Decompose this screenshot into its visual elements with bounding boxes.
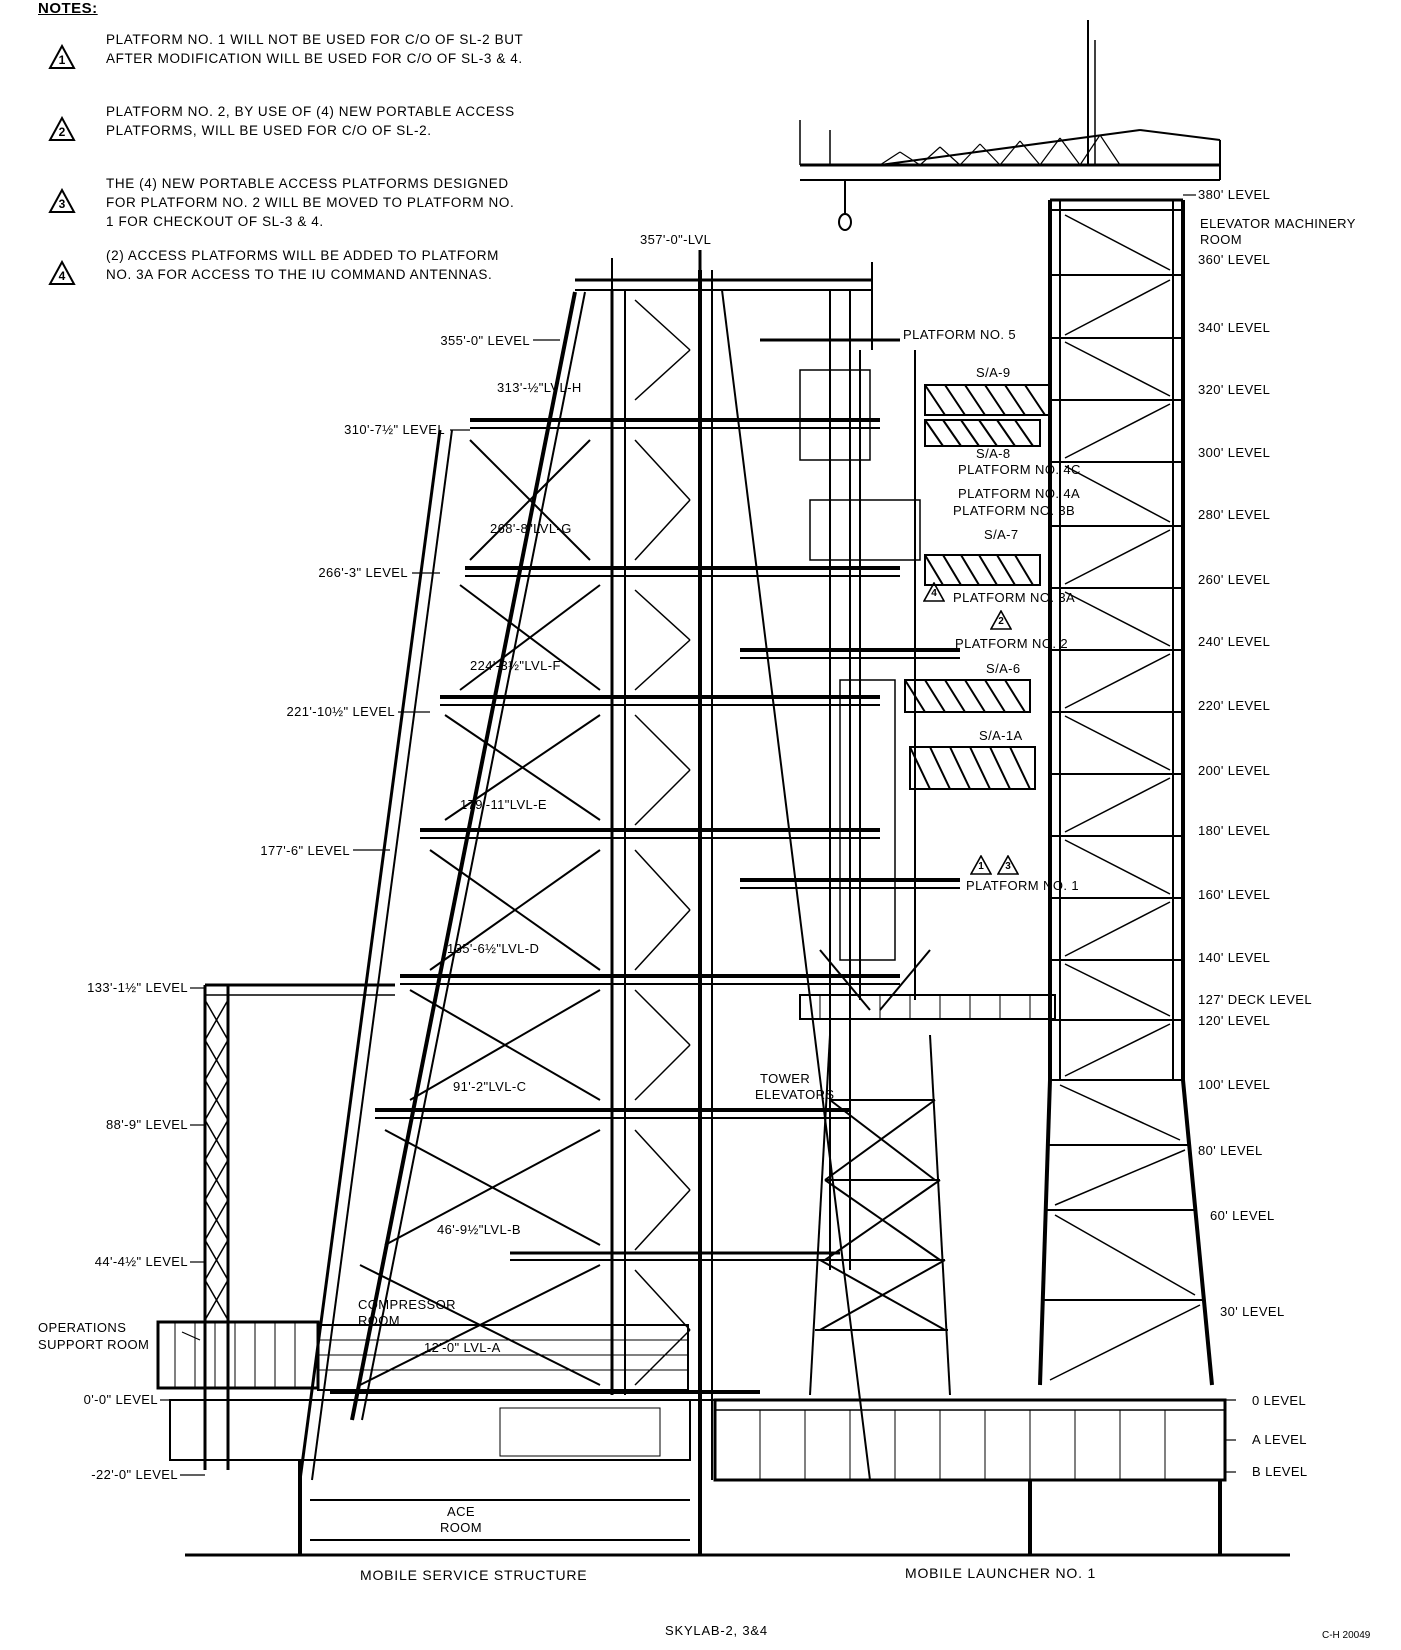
platform-3a-label: PLATFORM NO. 3A xyxy=(953,590,1076,605)
tower-elevators-label-2: ELEVATORS xyxy=(755,1087,835,1102)
tag-lvl-d: 135'-6½"LVL-D xyxy=(447,941,540,956)
platform-5-label: PLATFORM NO. 5 xyxy=(903,327,1016,342)
mss-level-0: 0'-0" LEVEL xyxy=(83,1392,158,1407)
ml-level-a: A LEVEL xyxy=(1252,1432,1307,1447)
compressor-room-label-1: COMPRESSOR xyxy=(358,1297,456,1312)
note-text: THE (4) NEW PORTABLE ACCESS PLATFORMS DE… xyxy=(106,176,515,229)
ml-level-100: 100' LEVEL xyxy=(1198,1077,1271,1092)
ml-level-127-deck: 127' DECK LEVEL xyxy=(1198,992,1312,1007)
ml-level-240: 240' LEVEL xyxy=(1198,634,1271,649)
mss-level-133: 133'-1½" LEVEL xyxy=(87,980,188,995)
mss-level-221: 221'-10½" LEVEL xyxy=(286,704,395,719)
ml-level-b: B LEVEL xyxy=(1252,1464,1308,1479)
note-text: PLATFORM NO. 2, BY USE OF (4) NEW PORTAB… xyxy=(106,104,515,138)
tag-lvl-a: 12'-0" LVL-A xyxy=(424,1340,501,1355)
ml-level-80: 80' LEVEL xyxy=(1198,1143,1263,1158)
caption-mission: SKYLAB-2, 3&4 xyxy=(665,1623,768,1638)
platform-4c-label: PLATFORM NO. 4C xyxy=(958,462,1081,477)
sa-7-label: S/A-7 xyxy=(984,527,1019,542)
note-2-marker-icon: 2 xyxy=(989,609,1013,630)
platform-1-label: PLATFORM NO. 1 xyxy=(966,878,1079,893)
sa-1a-label: S/A-1A xyxy=(979,728,1023,743)
swing-arms xyxy=(740,338,1056,1020)
notes-title: NOTES: xyxy=(38,0,98,17)
ml-level-120: 120' LEVEL xyxy=(1198,1013,1271,1028)
note-4-marker-icon: 4 xyxy=(922,581,946,602)
note-3-marker-icon: 3 xyxy=(996,854,1020,875)
ml-level-280: 280' LEVEL xyxy=(1198,507,1271,522)
compressor-room-label-2: ROOM xyxy=(358,1313,401,1328)
ml-level-30: 30' LEVEL xyxy=(1220,1304,1285,1319)
warning-triangle-icon: 1 xyxy=(48,43,76,70)
note-1: 1 PLATFORM NO. 1 WILL NOT BE USED FOR C/… xyxy=(48,30,523,90)
tag-lvl-g: 268'-8"LVL-G xyxy=(490,521,572,536)
mss-level-310: 310'-7½" LEVEL xyxy=(344,422,445,437)
note-4: 4 (2) ACCESS PLATFORMS WILL BE ADDED TO … xyxy=(48,246,518,306)
ml-level-200: 200' LEVEL xyxy=(1198,763,1271,778)
elevator-machinery-label-2: ROOM xyxy=(1200,232,1243,247)
platform-3b-label: PLATFORM NO. 3B xyxy=(953,503,1076,518)
tag-lvl-f: 224'-3½"LVL-F xyxy=(470,658,561,673)
sa-9-label: S/A-9 xyxy=(976,365,1011,380)
caption-mobile-launcher: MOBILE LAUNCHER NO. 1 xyxy=(905,1565,1097,1581)
ml-level-140: 140' LEVEL xyxy=(1198,950,1271,965)
mobile-launcher-tower xyxy=(713,20,1236,1555)
operations-room-label-1: OPERATIONS xyxy=(38,1320,127,1335)
ml-level-160: 160' LEVEL xyxy=(1198,887,1271,902)
drawing-code: C-H 20049 xyxy=(1322,1630,1371,1641)
tag-lvl-h: 313'-½"LVL-H xyxy=(497,380,582,395)
warning-triangle-icon: 2 xyxy=(48,115,76,142)
note-text: PLATFORM NO. 1 WILL NOT BE USED FOR C/O … xyxy=(106,32,524,66)
note-1-marker-icon: 1 xyxy=(969,854,993,875)
note-2: 2 PLATFORM NO. 2, BY USE OF (4) NEW PORT… xyxy=(48,102,518,162)
ml-level-220: 220' LEVEL xyxy=(1198,698,1271,713)
mss-level-44: 44'-4½" LEVEL xyxy=(94,1254,188,1269)
launch-vehicle xyxy=(799,350,931,1011)
operations-room-label-2: SUPPORT ROOM xyxy=(38,1337,150,1352)
ml-level-260: 260' LEVEL xyxy=(1198,572,1271,587)
note-3: 3 THE (4) NEW PORTABLE ACCESS PLATFORMS … xyxy=(48,174,518,234)
sa-6-label: S/A-6 xyxy=(986,661,1021,676)
mss-level-88: 88'-9" LEVEL xyxy=(105,1117,188,1132)
tag-lvl-b: 46'-9½"LVL-B xyxy=(437,1222,521,1237)
tag-357: 357'-0"-LVL xyxy=(640,232,712,247)
mss-level-355: 355'-0" LEVEL xyxy=(440,333,530,348)
caption-mobile-service-structure: MOBILE SERVICE STRUCTURE xyxy=(360,1567,588,1583)
tag-lvl-e: 179'-11"LVL-E xyxy=(460,797,547,812)
elevator-lattice xyxy=(809,1034,951,1396)
tower-elevators-label-1: TOWER xyxy=(760,1071,811,1086)
mss-level-177: 177'-6" LEVEL xyxy=(260,843,350,858)
ml-level-340: 340' LEVEL xyxy=(1198,320,1271,335)
ml-level-0: 0 LEVEL xyxy=(1252,1393,1307,1408)
ml-level-180: 180' LEVEL xyxy=(1198,823,1271,838)
ml-level-300: 300' LEVEL xyxy=(1198,445,1271,460)
ml-level-380: 380' LEVEL xyxy=(1198,187,1271,202)
mss-level-minus-22: -22'-0" LEVEL xyxy=(91,1467,178,1482)
note-text: (2) ACCESS PLATFORMS WILL BE ADDED TO PL… xyxy=(106,248,499,282)
ace-room-label-2: ROOM xyxy=(440,1520,483,1535)
mss-level-266: 266'-3" LEVEL xyxy=(318,565,408,580)
warning-triangle-icon: 4 xyxy=(48,259,76,286)
ml-level-320: 320' LEVEL xyxy=(1198,382,1271,397)
sa-8-label: S/A-8 xyxy=(976,446,1011,461)
warning-triangle-icon: 3 xyxy=(48,187,76,214)
mobile-service-structure xyxy=(156,250,900,1555)
ace-room-label-1: ACE xyxy=(447,1504,475,1519)
platform-4a-label: PLATFORM NO. 4A xyxy=(958,486,1081,501)
ml-level-360: 360' LEVEL xyxy=(1198,252,1271,267)
elevator-machinery-label-1: ELEVATOR MACHINERY xyxy=(1200,216,1356,231)
tag-lvl-c: 91'-2"LVL-C xyxy=(453,1079,527,1094)
ml-level-60: 60' LEVEL xyxy=(1210,1208,1275,1223)
platform-2-label: PLATFORM NO. 2 xyxy=(955,636,1068,651)
